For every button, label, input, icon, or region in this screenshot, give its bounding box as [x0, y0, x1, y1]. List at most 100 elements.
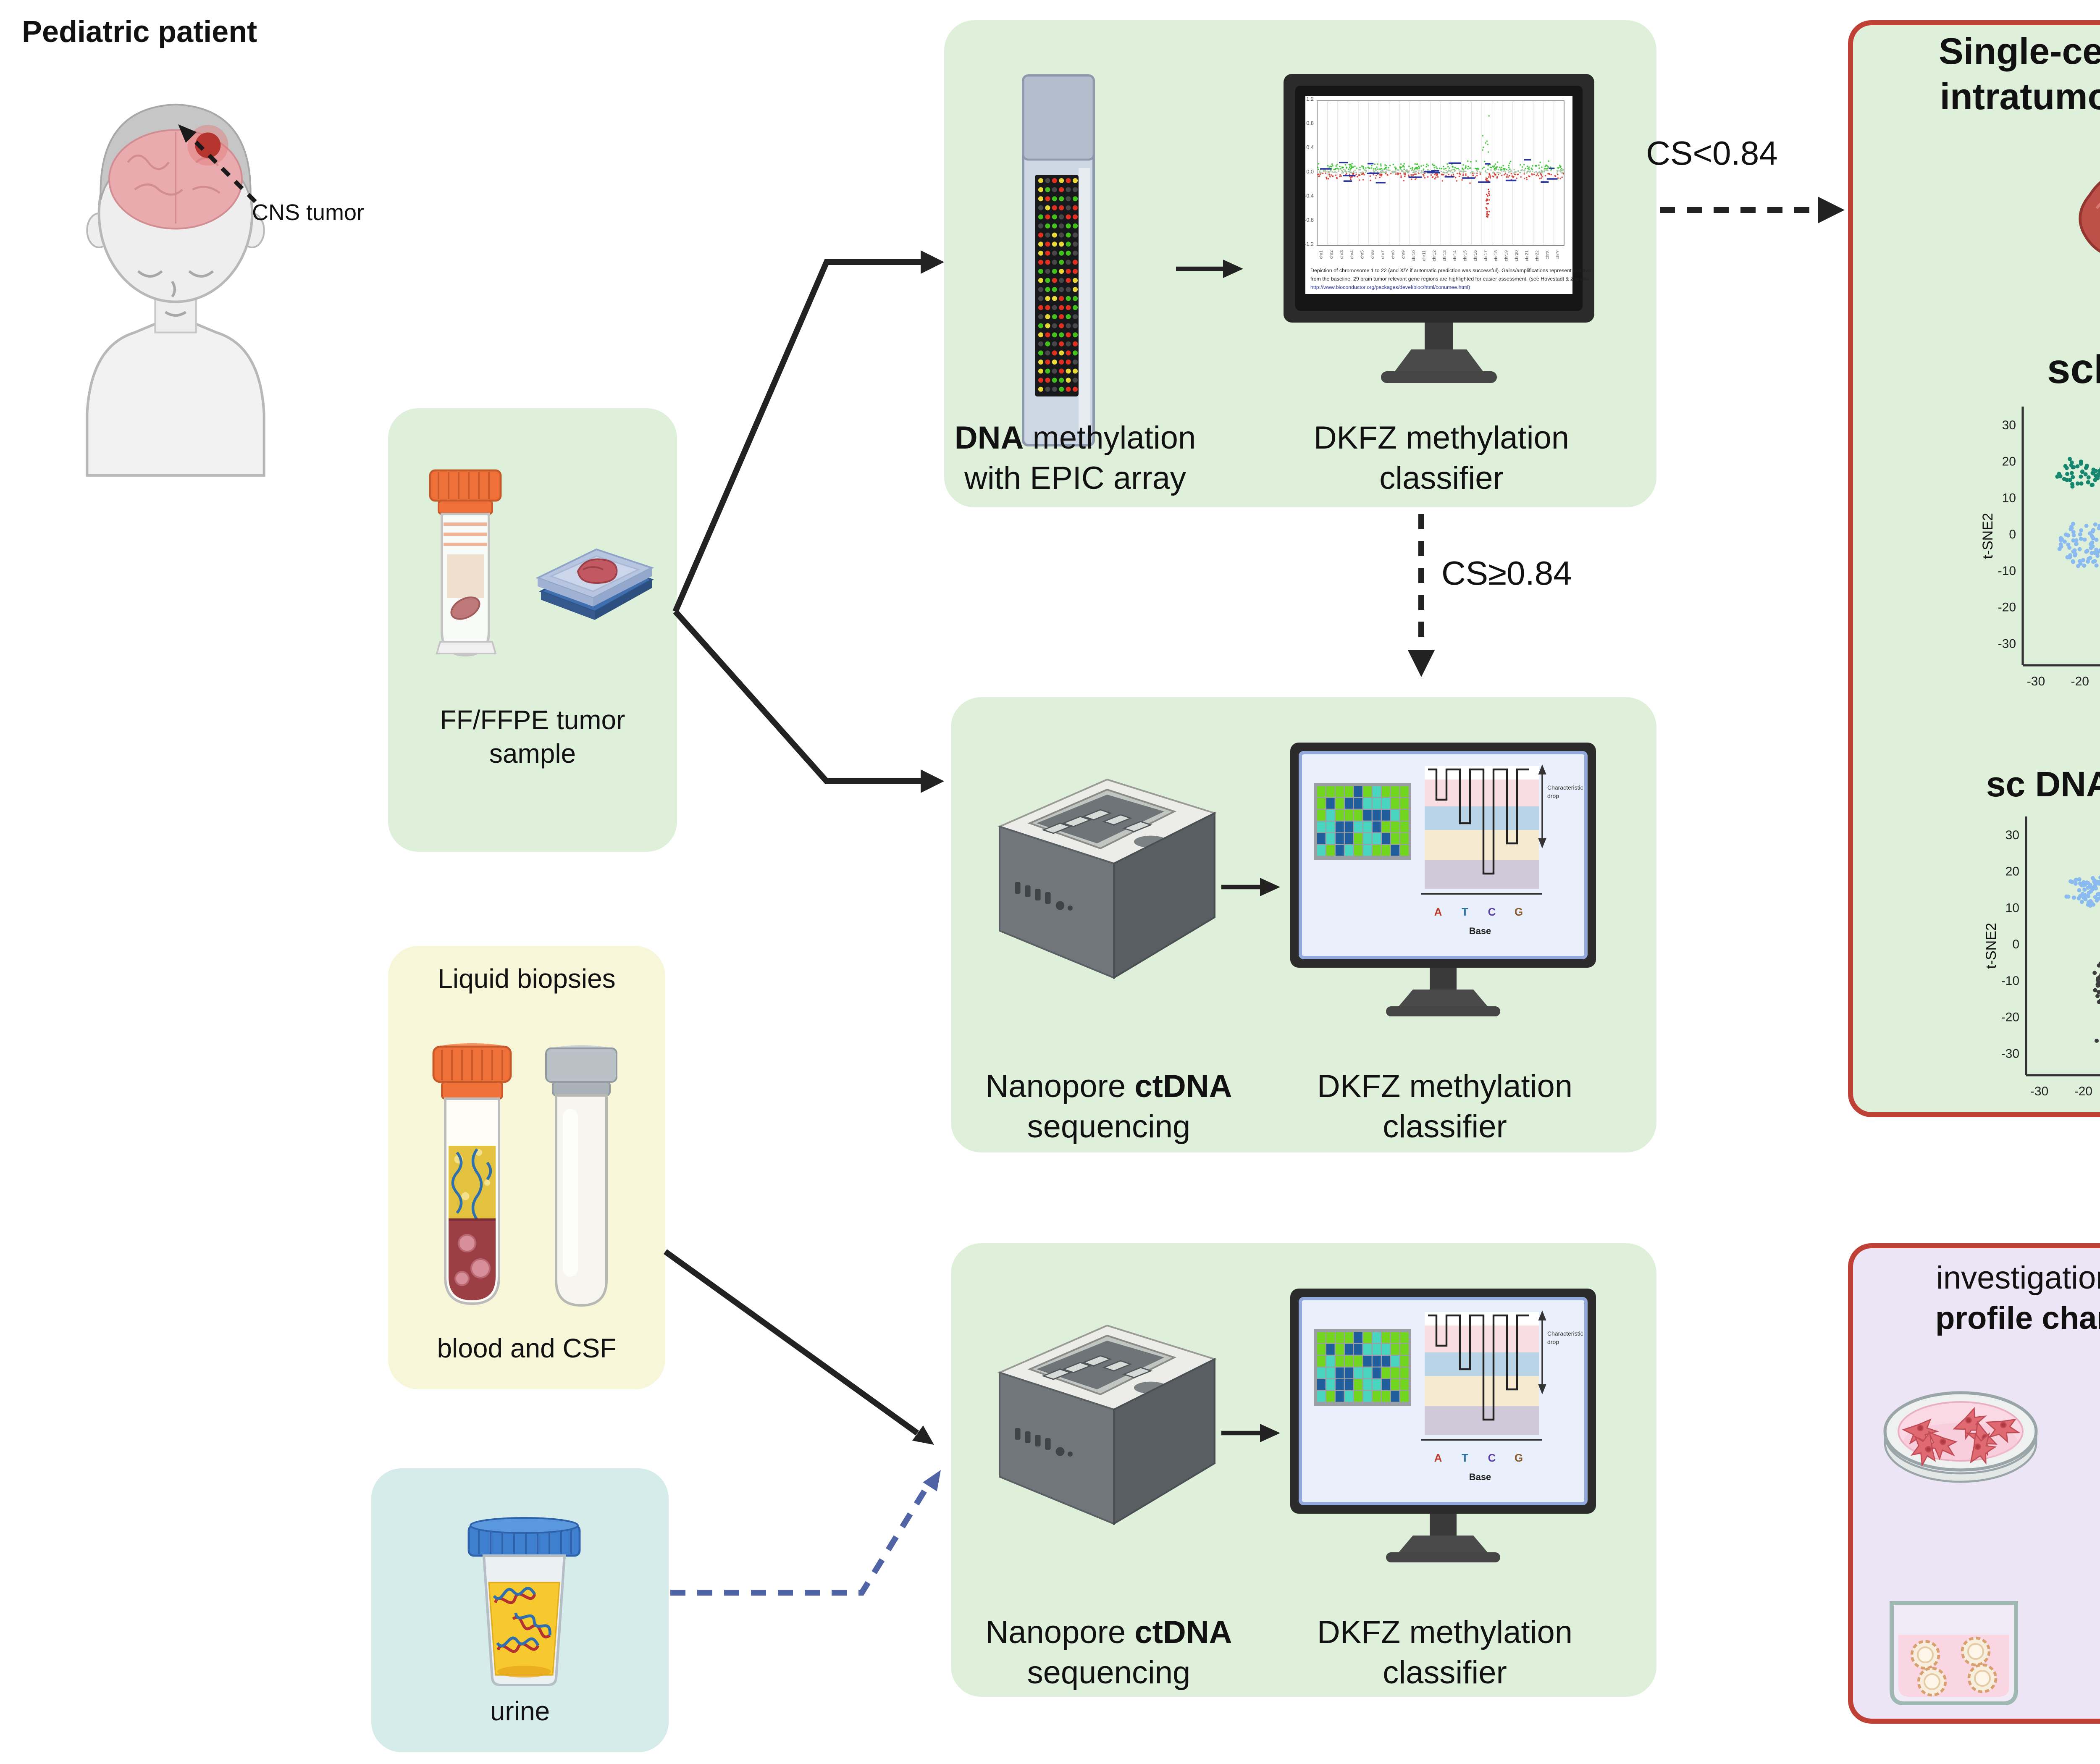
- ffpe-to-nanopore-arrow: [673, 609, 921, 784]
- tube-icon: [420, 467, 512, 662]
- svg-text:chr3: chr3: [1339, 250, 1344, 259]
- svg-text:chr7: chr7: [1381, 250, 1385, 259]
- liquid-biopsy-title: Liquid biopsies: [438, 966, 616, 995]
- epic-label-rest: methylation: [1024, 422, 1196, 457]
- urine-cup-icon: [465, 1509, 583, 1687]
- therapy-title: investigation of DNA methylation profile…: [1935, 1262, 2100, 1337]
- svg-text:-20: -20: [2001, 1011, 2019, 1024]
- svg-text:30: 30: [2006, 828, 2019, 842]
- nanopore-label-1: Nanopore ctDNA sequencing: [985, 1070, 1232, 1145]
- sequencer-icon: [979, 753, 1231, 988]
- tsne-plot-scrnaseq: -30-30-20-20-10-1000101020203030t-SNE1t-…: [1980, 407, 2100, 688]
- nanopore-monitor-icon: [1290, 743, 1596, 1018]
- nanopore-label-2: Nanopore ctDNA sequencing: [985, 1616, 1232, 1691]
- blood-tube-icon: [428, 1042, 516, 1324]
- radiation-icon: [2098, 1384, 2100, 1495]
- svg-text:chr15: chr15: [1463, 250, 1467, 261]
- dkfz-label-1: DKFZ methylation classifier: [1313, 422, 1570, 497]
- svg-text:chr11: chr11: [1422, 250, 1426, 261]
- svg-text:chr21: chr21: [1525, 250, 1529, 261]
- svg-text:chr1: chr1: [1319, 250, 1323, 259]
- epic-array-label: DNA methylation with EPIC array: [907, 420, 1243, 499]
- cs-low-arrow: [1660, 197, 1845, 223]
- svg-text:-30: -30: [2027, 675, 2045, 688]
- svg-text:-20: -20: [1998, 601, 2016, 614]
- patient-icon: [86, 103, 265, 477]
- ffpe-to-epic-arrowhead: [921, 250, 944, 274]
- cns-tumor-label: CNS tumor: [252, 200, 365, 225]
- single-cell-panel: [1848, 20, 2100, 1117]
- single-cell-title: Single-cell-investigation of intratumora…: [1939, 30, 2100, 118]
- svg-text:chr2: chr2: [1329, 250, 1334, 259]
- svg-text:from the baseline. 29 brain tu: from the baseline. 29 brain tumor releva…: [1310, 276, 1591, 282]
- svg-text:-0.4: -0.4: [1305, 192, 1314, 199]
- svg-text:chr22: chr22: [1535, 250, 1540, 261]
- urine-to-nanopore-arrowhead: [923, 1470, 941, 1491]
- svg-text:chr6: chr6: [1370, 250, 1375, 259]
- scrnaseq-label: scRNAseq: [2047, 346, 2100, 393]
- svg-text:0.8: 0.8: [1306, 120, 1314, 126]
- svg-text:chr10: chr10: [1412, 250, 1416, 261]
- epic-label-line2: with EPIC array: [964, 461, 1186, 497]
- beaker-pink-icon: [1882, 1601, 2026, 1705]
- svg-text:-20: -20: [2071, 675, 2089, 688]
- petri-dish-pink-icon: [1882, 1371, 2040, 1505]
- svg-text:chr13: chr13: [1442, 250, 1447, 261]
- svg-text:chr17: chr17: [1483, 250, 1488, 261]
- svg-text:chr19: chr19: [1504, 250, 1509, 261]
- epic-array-icon: [1015, 74, 1102, 447]
- svg-text:chr4: chr4: [1350, 250, 1354, 259]
- svg-text:-30: -30: [2001, 1047, 2019, 1060]
- csf-tube-icon: [541, 1042, 622, 1324]
- dkfz-label-3: DKFZ methylation classifier: [1317, 1616, 1573, 1691]
- cs-high-arrow: [1408, 514, 1435, 677]
- ffpe-to-epic-arrow: [672, 259, 921, 613]
- ffpe-sample-label: FF/FFPE tumor sample: [440, 707, 625, 769]
- liquid-biopsy-box: [388, 946, 665, 1389]
- svg-text:0: 0: [2012, 937, 2019, 951]
- svg-text:chr8: chr8: [1391, 250, 1396, 259]
- svg-text:Depiction of chromosome 1 to 2: Depiction of chromosome 1 to 22 (and X/Y…: [1310, 268, 1594, 273]
- svg-text:-0.8: -0.8: [1305, 217, 1314, 223]
- svg-text:chr14: chr14: [1453, 250, 1457, 261]
- liquid-biopsy-sublabel: blood and CSF: [437, 1336, 617, 1364]
- svg-text:http://www.bioconductor.org/pa: http://www.bioconductor.org/packages/dev…: [1310, 284, 1470, 290]
- svg-text:chrY: chrY: [1556, 250, 1560, 259]
- svg-text:0.0: 0.0: [1306, 168, 1314, 175]
- svg-text:chr18: chr18: [1494, 250, 1499, 261]
- liquid-to-nanopore-arrowhead: [912, 1425, 934, 1445]
- svg-text:chr5: chr5: [1360, 250, 1365, 259]
- svg-text:-10: -10: [2001, 974, 2019, 988]
- urine-sample-label: urine: [490, 1698, 550, 1727]
- sequencer-icon: [979, 1299, 1231, 1534]
- svg-text:-30: -30: [2030, 1084, 2048, 1098]
- svg-text:10: 10: [2006, 901, 2019, 915]
- scdna-label: sc DNA methylation: [1986, 766, 2100, 805]
- svg-text:chr16: chr16: [1473, 250, 1478, 261]
- svg-text:t-SNE2: t-SNE2: [1980, 513, 1996, 559]
- svg-text:t-SNE2: t-SNE2: [1983, 923, 1999, 969]
- ffpe-to-nanopore-arrowhead: [921, 769, 944, 793]
- cassette-icon: [531, 524, 659, 622]
- svg-text:-30: -30: [1998, 637, 2016, 651]
- epic-label-bold: DNA: [954, 422, 1024, 457]
- svg-text:0.4: 0.4: [1306, 144, 1314, 150]
- dkfz-label-2: DKFZ methylation classifier: [1317, 1070, 1573, 1145]
- urine-to-nanopore-arrow: [670, 1482, 932, 1596]
- svg-text:-1.2: -1.2: [1305, 241, 1314, 247]
- patient-title: Pediatric patient: [22, 15, 257, 49]
- nanopore-monitor-icon: [1290, 1289, 1596, 1564]
- svg-text:0: 0: [2009, 528, 2016, 541]
- svg-text:30: 30: [2002, 418, 2016, 432]
- liquid-to-nanopore-arrow: [663, 1249, 919, 1436]
- cs-low-label: CS<0.84: [1646, 136, 1778, 173]
- svg-text:20: 20: [2002, 455, 2016, 469]
- svg-text:chrX: chrX: [1545, 250, 1550, 259]
- svg-text:-20: -20: [2074, 1084, 2092, 1098]
- svg-text:20: 20: [2006, 865, 2019, 879]
- svg-text:chr9: chr9: [1401, 250, 1406, 259]
- svg-text:chr12: chr12: [1432, 250, 1437, 261]
